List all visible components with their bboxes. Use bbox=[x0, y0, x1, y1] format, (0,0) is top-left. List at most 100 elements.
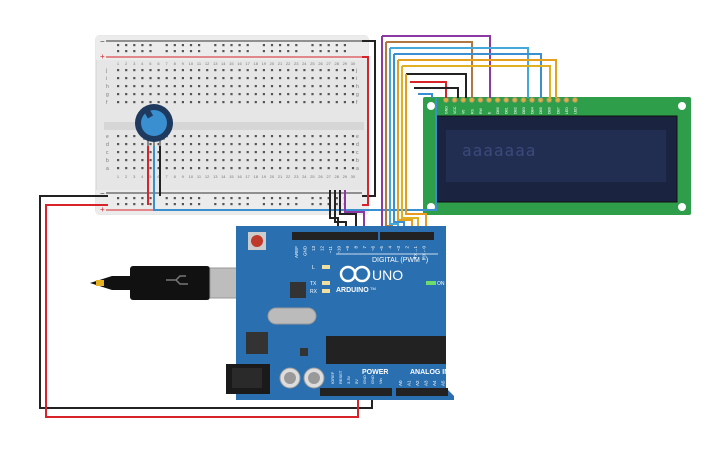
breadboard-hole bbox=[165, 143, 168, 146]
lcd-pin bbox=[494, 97, 501, 103]
rail-hole bbox=[149, 197, 152, 200]
rail-hole bbox=[246, 203, 249, 206]
column-number-bottom: 24 bbox=[302, 174, 307, 179]
column-number-top: 11 bbox=[197, 61, 202, 66]
digital-pin-label: 4 bbox=[388, 246, 393, 249]
rail-hole bbox=[117, 203, 120, 206]
breadboard-hole bbox=[141, 159, 144, 162]
breadboard-hole bbox=[351, 77, 355, 80]
rail-hole bbox=[262, 203, 265, 206]
power-jack-icon[interactable] bbox=[226, 364, 270, 394]
breadboard-hole bbox=[303, 159, 306, 162]
power-pin-label: 5V bbox=[354, 379, 359, 384]
breadboard-hole bbox=[295, 143, 298, 146]
breadboard-hole bbox=[254, 69, 257, 72]
breadboard-hole bbox=[262, 143, 265, 146]
breadboard-hole bbox=[117, 93, 120, 96]
breadboard-hole bbox=[165, 93, 168, 96]
rail-hole bbox=[279, 197, 282, 200]
breadboard-hole bbox=[149, 85, 152, 88]
lcd-pin bbox=[443, 97, 449, 103]
led-label-rx: RX bbox=[310, 289, 318, 295]
column-number-bottom: 15 bbox=[229, 174, 234, 179]
rail-hole bbox=[222, 197, 225, 200]
digital-pin-label: ~10 bbox=[337, 246, 342, 254]
column-number-bottom: 25 bbox=[310, 174, 315, 179]
breadboard-hole bbox=[327, 143, 330, 146]
rail-hole bbox=[230, 197, 233, 200]
breadboard-hole bbox=[311, 101, 314, 104]
breadboard-hole bbox=[311, 143, 314, 146]
breadboard-hole bbox=[117, 151, 120, 154]
breadboard-hole bbox=[270, 135, 274, 138]
column-number-bottom: 11 bbox=[197, 174, 202, 179]
breadboard-hole bbox=[343, 93, 346, 96]
lcd-pin bbox=[468, 97, 475, 103]
breadboard-hole bbox=[327, 101, 330, 104]
rail-hole bbox=[141, 44, 144, 47]
breadboard-hole bbox=[351, 101, 355, 104]
arduino-model: UNO bbox=[372, 267, 403, 283]
column-number-bottom: 27 bbox=[326, 174, 331, 179]
rail-hole bbox=[198, 203, 201, 206]
rail-hole bbox=[262, 44, 265, 47]
breadboard-hole bbox=[198, 85, 201, 88]
breadboard-hole bbox=[206, 85, 209, 88]
breadboard-hole bbox=[351, 93, 355, 96]
breadboard-hole bbox=[279, 101, 282, 104]
digital-pin-label: ~6 bbox=[371, 246, 376, 252]
rail-hole bbox=[181, 50, 184, 53]
breadboard-hole bbox=[335, 69, 338, 72]
rail-hole bbox=[189, 44, 193, 47]
breadboard-hole bbox=[173, 85, 176, 88]
breadboard-hole bbox=[125, 159, 128, 162]
breadboard-hole bbox=[351, 69, 355, 72]
rail-hole bbox=[133, 50, 136, 53]
breadboard-hole bbox=[343, 101, 346, 104]
breadboard-hole bbox=[343, 151, 346, 154]
chip-icon bbox=[326, 336, 446, 364]
usb-plug-icon[interactable] bbox=[90, 266, 247, 300]
breadboard-hole bbox=[198, 143, 201, 146]
breadboard-hole bbox=[133, 101, 136, 104]
lcd-pin bbox=[486, 97, 492, 103]
breadboard-hole bbox=[262, 93, 265, 96]
breadboard-hole bbox=[343, 167, 346, 170]
breadboard-hole bbox=[117, 85, 120, 88]
breadboard-hole bbox=[173, 143, 176, 146]
rail-hole bbox=[117, 50, 120, 53]
rail-plus-top: + bbox=[100, 52, 105, 61]
breadboard-hole bbox=[230, 85, 233, 88]
breadboard-hole bbox=[206, 77, 209, 80]
breadboard-hole bbox=[303, 93, 306, 96]
breadboard-hole bbox=[214, 93, 217, 96]
breadboard-hole bbox=[117, 143, 120, 146]
breadboard-hole bbox=[198, 159, 201, 162]
breadboard-hole bbox=[262, 77, 265, 80]
lcd-pin-label: GND bbox=[445, 106, 449, 114]
row-letter-left: g bbox=[106, 92, 109, 98]
breadboard-hole bbox=[246, 85, 249, 88]
breadboard-hole bbox=[230, 167, 233, 170]
column-number-bottom: 6 bbox=[157, 174, 160, 179]
rail-hole bbox=[287, 197, 290, 200]
row-letter-left: a bbox=[106, 166, 109, 172]
column-number-bottom: 7 bbox=[165, 174, 168, 179]
rail-hole bbox=[311, 44, 314, 47]
breadboard-hole bbox=[222, 93, 225, 96]
breadboard-hole bbox=[246, 69, 249, 72]
potentiometer-icon[interactable] bbox=[135, 104, 173, 146]
column-number-top: 30 bbox=[351, 61, 356, 66]
reset-button-icon[interactable] bbox=[248, 232, 266, 250]
breadboard-hole bbox=[206, 101, 209, 104]
digital-pin-label: TX→1 bbox=[413, 246, 418, 259]
rail-hole bbox=[214, 203, 217, 206]
breadboard-hole bbox=[149, 77, 152, 80]
breadboard-hole bbox=[125, 101, 128, 104]
rail-hole bbox=[181, 197, 184, 200]
breadboard-hole bbox=[189, 101, 193, 104]
rail-hole bbox=[279, 50, 282, 53]
breadboard-hole bbox=[327, 167, 330, 170]
